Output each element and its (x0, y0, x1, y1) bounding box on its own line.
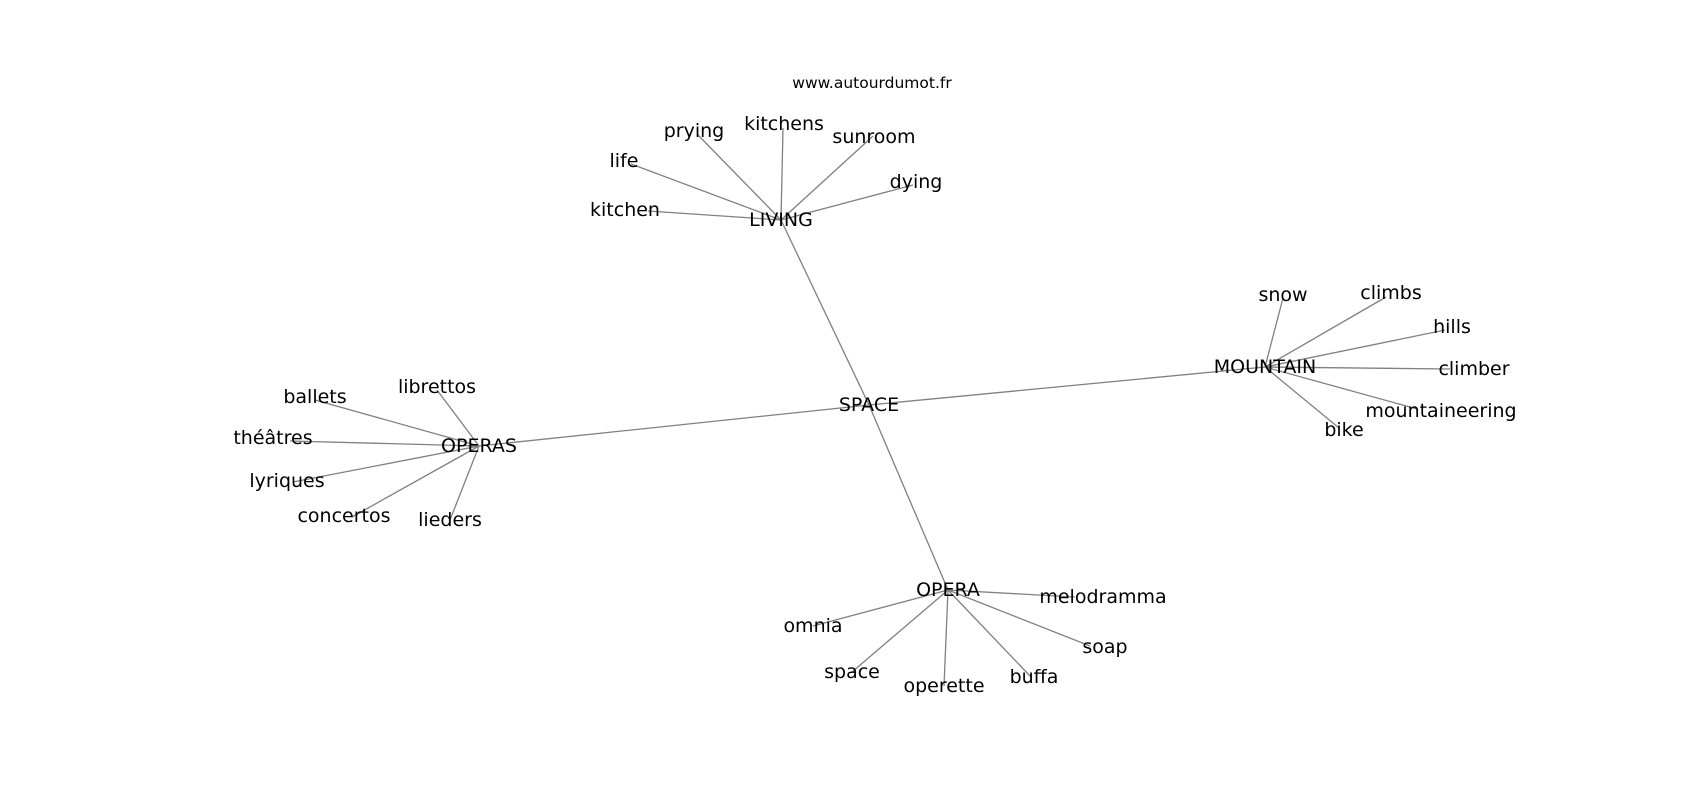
edge-living-sunroom (780, 135, 874, 221)
node-prying: prying (664, 120, 725, 142)
edge-operas-ballets (314, 399, 480, 447)
node-mountaineering: mountaineering (1365, 400, 1516, 422)
edge-space-mountain (868, 366, 1266, 406)
edge-living-kitchens (780, 127, 784, 221)
edge-operas-lieders (449, 445, 480, 521)
edge-mountain-climber (1264, 366, 1451, 370)
edge-mountain-bike (1264, 366, 1340, 429)
edge-opera-space_lc (851, 589, 949, 673)
node-bike: bike (1324, 419, 1363, 441)
node-mountain: MOUNTAIN (1214, 356, 1316, 378)
node-operette: operette (903, 675, 984, 697)
edge-opera-operette (943, 589, 949, 687)
edge-opera-buffa (947, 589, 1032, 678)
node-melodramma: melodramma (1039, 586, 1166, 608)
node-soap: soap (1082, 636, 1127, 658)
edge-living-life (630, 163, 782, 221)
edge-space-operas (478, 404, 870, 447)
node-omnia: omnia (783, 615, 842, 637)
edge-space-living (780, 219, 870, 406)
edge-living-kitchen (647, 210, 782, 221)
node-hills: hills (1433, 316, 1471, 338)
graph-edges (289, 127, 1451, 687)
node-buffa: buffa (1010, 666, 1059, 688)
edge-operas-librettos (436, 389, 480, 447)
edge-operas-concertos (351, 445, 480, 518)
source-watermark: www.autourdumot.fr (792, 74, 952, 92)
node-climbs: climbs (1360, 282, 1421, 304)
node-lyriques: lyriques (249, 470, 324, 492)
edge-mountain-hills (1264, 329, 1446, 368)
edge-operas-lyriques (292, 445, 480, 483)
node-kitchens: kitchens (744, 113, 824, 135)
node-concertos: concertos (297, 505, 390, 527)
edge-mountain-mountaineering (1264, 366, 1418, 410)
node-ballets: ballets (283, 386, 346, 408)
node-lieders: lieders (418, 509, 482, 531)
node-life: life (610, 150, 639, 172)
graph-nodes: SPACE LIVING MOUNTAIN OPERAS OPERA prying kitc… (233, 113, 1516, 697)
edge-opera-soap (947, 589, 1091, 647)
edge-living-dying (780, 184, 914, 221)
node-operas: OPERAS (441, 435, 517, 457)
node-theatres: théâtres (233, 427, 312, 449)
node-librettos: librettos (398, 376, 476, 398)
edge-opera-melodramma (947, 589, 1076, 598)
edge-mountain-climbs (1264, 296, 1387, 368)
node-opera: OPERA (916, 579, 980, 601)
edge-living-prying (696, 133, 782, 221)
node-space: SPACE (839, 394, 899, 416)
node-sunroom: sunroom (832, 126, 915, 148)
node-living: LIVING (749, 209, 813, 231)
node-dying: dying (890, 171, 943, 193)
edge-space-opera (868, 404, 949, 591)
node-kitchen: kitchen (590, 199, 660, 221)
node-space_lc: space (824, 661, 880, 683)
edge-mountain-snow (1264, 297, 1284, 368)
node-climber: climber (1438, 358, 1509, 380)
edge-opera-omnia (812, 589, 949, 627)
edge-operas-theatres (289, 440, 480, 447)
node-snow: snow (1258, 284, 1307, 306)
